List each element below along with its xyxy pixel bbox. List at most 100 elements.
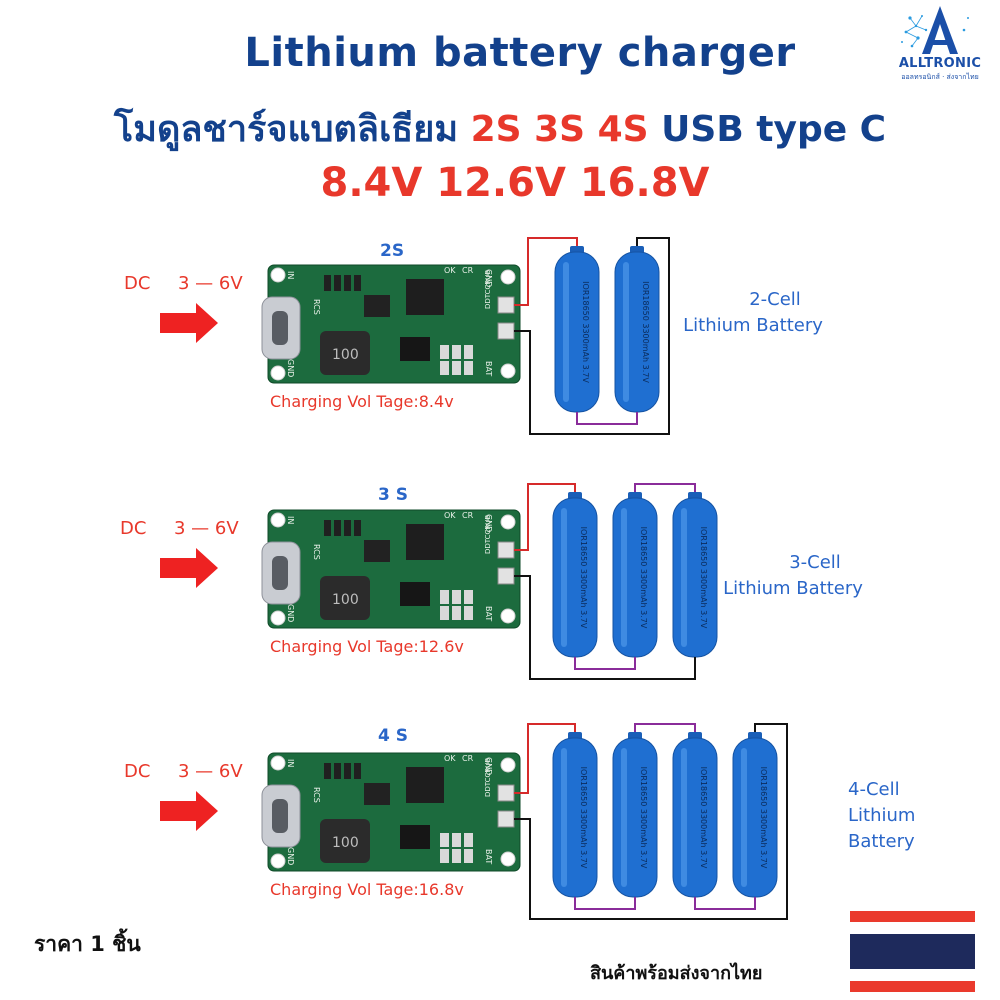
smd-capacitor [440, 345, 449, 359]
dc-range: 3 — 6V [178, 273, 243, 294]
small-chip [364, 783, 390, 805]
subtitle-usb: USB type C [661, 109, 887, 150]
ic-chip [406, 524, 444, 560]
output-pad-gnd [497, 784, 515, 802]
voltage-list: 8.4V 12.6V 16.8V [320, 160, 710, 206]
dc-label: DC [120, 518, 146, 539]
subtitle-thai: โมดูลชาร์จแบตลิเธียม [113, 109, 459, 150]
mounting-hole [500, 608, 516, 624]
smd-resistor [354, 275, 361, 291]
battery-highlight [741, 748, 747, 887]
input-arrow-icon [160, 303, 218, 343]
cell-count-label: Lithium Battery [723, 578, 863, 599]
inductor-label: 100 [332, 347, 359, 363]
silk-rcs: RCS [312, 544, 321, 560]
smd-capacitor [464, 833, 473, 847]
silk-cr: CR [462, 511, 474, 520]
silk-part: DDTCCRUB [484, 758, 492, 797]
smd-capacitor [452, 833, 461, 847]
silk-bat: BAT [484, 849, 493, 864]
mounting-hole [500, 514, 516, 530]
silk-part: DDTCCRUB [484, 515, 492, 554]
cell-count-label: Battery [848, 831, 915, 852]
series-link-wire [634, 483, 696, 492]
smd-capacitor [452, 345, 461, 359]
battery-label: IOR18650 3300mAh 3.7V [641, 281, 650, 383]
small-chip [364, 540, 390, 562]
positive-wire [514, 237, 578, 306]
thai-flag-icon [850, 911, 975, 992]
mounting-hole [270, 610, 286, 626]
battery-label: IOR18650 3300mAh 3.7V [639, 527, 648, 629]
battery-label: IOR18650 3300mAh 3.7V [581, 281, 590, 383]
dc-label: DC [124, 761, 150, 782]
smd-resistor [324, 275, 331, 291]
ic-chip [406, 279, 444, 315]
charging-voltage: Charging Vol Tage:16.8v [270, 880, 464, 899]
series-link-wire [694, 897, 756, 910]
output-pad-bat [497, 322, 515, 340]
usb-c-opening [272, 311, 288, 345]
battery-label: IOR18650 3300mAh 3.7V [579, 767, 588, 869]
smd-capacitor [440, 361, 449, 375]
mosfet-chip [400, 582, 430, 606]
cell-count-label: Lithium Battery [683, 315, 823, 336]
battery-highlight [563, 262, 569, 402]
positive-wire [514, 723, 576, 794]
mounting-hole [500, 269, 516, 285]
series-link-wire [576, 412, 638, 425]
ic-chip [406, 767, 444, 803]
silk-in: IN [286, 516, 295, 524]
silk-gnd: GND [286, 359, 295, 377]
negative-wire [514, 575, 696, 680]
silk-ok: OK [444, 511, 456, 520]
output-pad-bat [497, 567, 515, 585]
mounting-hole [500, 851, 516, 867]
charging-voltage: Charging Vol Tage:12.6v [270, 637, 464, 656]
silk-bat: BAT [484, 606, 493, 621]
smd-resistor [344, 275, 351, 291]
cell-count-label: 3-Cell [789, 552, 841, 573]
page-title: Lithium battery charger [244, 30, 796, 76]
smd-capacitor [452, 590, 461, 604]
mounting-hole [270, 512, 286, 528]
silk-gnd: GND [286, 604, 295, 622]
output-pad-bat [497, 810, 515, 828]
shipping-note: สินค้าพร้อมส่งจากไทย [590, 963, 763, 984]
smd-capacitor [440, 833, 449, 847]
input-arrow-icon [160, 548, 218, 588]
mounting-hole [500, 363, 516, 379]
battery-highlight [681, 748, 687, 887]
inductor-label: 100 [332, 835, 359, 851]
battery-label: IOR18650 3300mAh 3.7V [759, 767, 768, 869]
price-label: ราคา 1 ชิ้น [34, 932, 141, 956]
smd-resistor [354, 763, 361, 779]
output-pad-gnd [497, 296, 515, 314]
battery-label: IOR18650 3300mAh 3.7V [579, 527, 588, 629]
battery-cell [672, 497, 718, 658]
smd-capacitor [464, 361, 473, 375]
series-link-wire [574, 657, 636, 670]
series-link-wire [574, 897, 636, 910]
smd-capacitor [440, 606, 449, 620]
battery-highlight [561, 748, 567, 887]
small-chip [364, 295, 390, 317]
silk-out-gnd: GND [484, 269, 493, 287]
cell-count-label: 2-Cell [749, 289, 801, 310]
smd-resistor [324, 763, 331, 779]
silk-out-gnd: GND [484, 757, 493, 775]
smd-resistor [344, 763, 351, 779]
battery-cell [554, 251, 600, 413]
inductor [320, 576, 370, 620]
dc-range: 3 — 6V [178, 761, 243, 782]
battery-highlight [681, 508, 687, 647]
smd-resistor [334, 275, 341, 291]
silk-out-gnd: GND [484, 514, 493, 532]
smd-resistor [334, 520, 341, 536]
battery-cell [614, 251, 660, 413]
brand-tagline: ออลทรอนิกส์ · ส่งจากไทย [901, 73, 979, 81]
series-label: 3 S [378, 485, 408, 505]
